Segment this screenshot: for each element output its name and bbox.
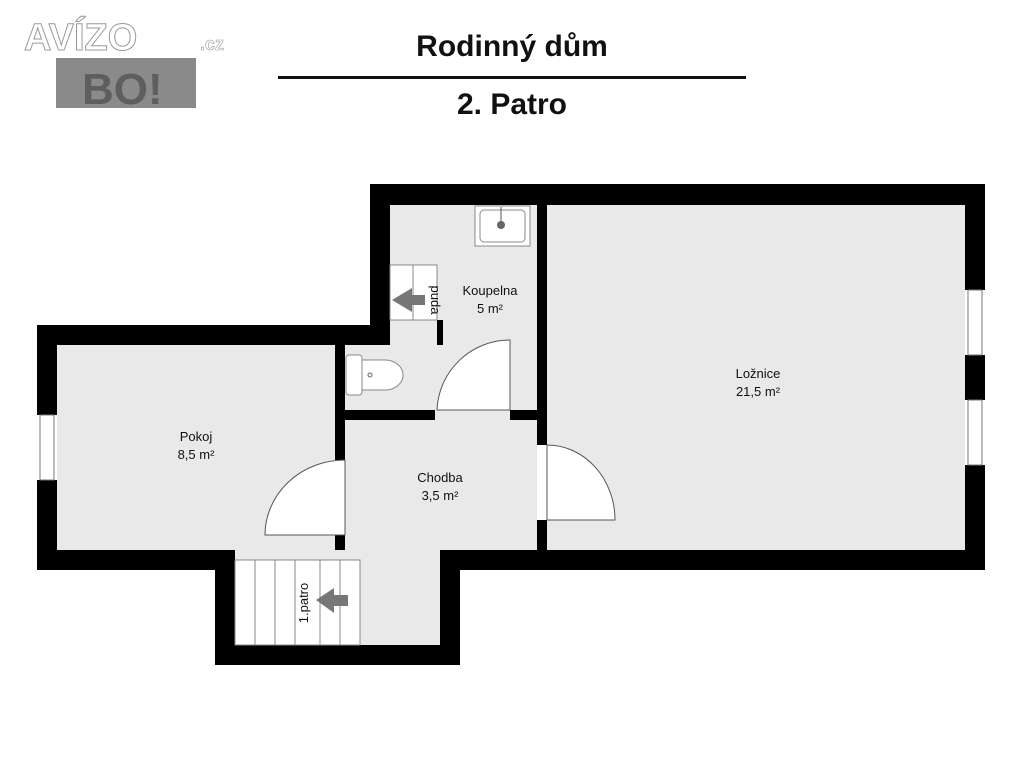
floor-title: 2. Patro bbox=[456, 88, 568, 121]
door-pokoj bbox=[264, 459, 346, 536]
stairs-down: 1.patro bbox=[234, 559, 361, 646]
logo-cz: .cz bbox=[200, 34, 224, 54]
room-area-chodba: 3,5 m² bbox=[422, 488, 460, 503]
arrow-up-icon bbox=[392, 288, 425, 312]
door-koupelna bbox=[436, 339, 511, 411]
walls bbox=[37, 184, 985, 665]
logo-bo: BO! bbox=[82, 65, 163, 110]
room-name-koupelna: Koupelna bbox=[463, 283, 519, 298]
room-floors bbox=[57, 205, 965, 645]
logo-avizo: AVÍZO bbox=[24, 15, 137, 59]
arrow-down-icon bbox=[316, 588, 348, 613]
toilet-icon bbox=[345, 354, 404, 396]
door-loznice bbox=[546, 444, 616, 521]
room-name-loznice: Ložnice bbox=[736, 366, 781, 381]
room-name-pokoj: Pokoj bbox=[180, 429, 213, 444]
title-divider bbox=[278, 76, 746, 79]
windows bbox=[39, 289, 983, 481]
room-area-koupelna: 5 m² bbox=[477, 301, 504, 316]
page-title: Rodinný dům bbox=[416, 30, 608, 63]
doors bbox=[264, 339, 616, 536]
window-loznice-1 bbox=[967, 289, 983, 356]
window-pokoj bbox=[39, 414, 55, 481]
stairs-puda: puda bbox=[389, 264, 443, 321]
window-loznice-2 bbox=[967, 399, 983, 466]
stairs-down-label: 1.patro bbox=[296, 583, 311, 623]
room-area-pokoj: 8,5 m² bbox=[178, 447, 216, 462]
logo-bo-backdrop bbox=[56, 58, 196, 108]
room-name-chodba: Chodba bbox=[417, 470, 463, 485]
avizo-logo: BO! AVÍZO .cz bbox=[22, 14, 242, 115]
sink-icon bbox=[474, 205, 531, 247]
stairs-up-label: puda bbox=[428, 286, 443, 316]
room-area-loznice: 21,5 m² bbox=[736, 384, 781, 399]
